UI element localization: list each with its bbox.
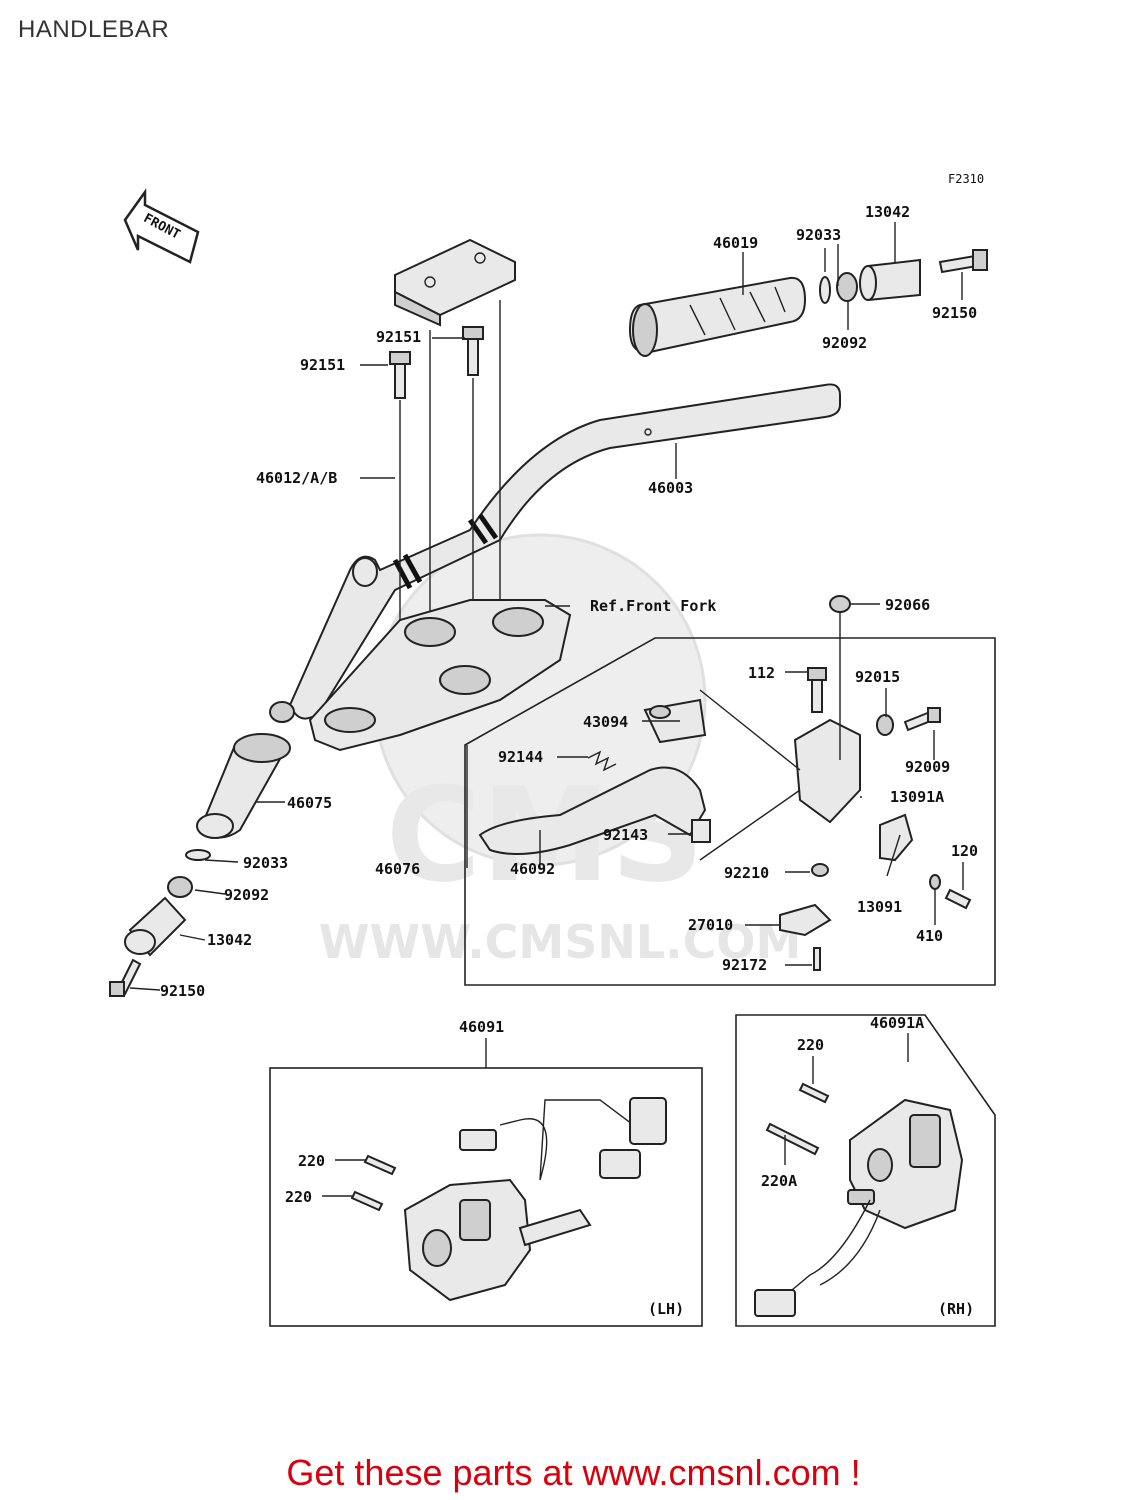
- bolt-120: [944, 888, 972, 910]
- label-46019: 46019: [713, 234, 758, 252]
- ring-92033-right: [819, 276, 831, 304]
- label-13091: 13091: [857, 898, 902, 916]
- label-92150-right: 92150: [932, 304, 977, 322]
- collar-92143: [691, 819, 711, 843]
- label-27010: 27010: [688, 916, 733, 934]
- switch-housing-rh: [754, 1098, 964, 1317]
- bolt-92151-left: [389, 351, 411, 399]
- page-title: HANDLEBAR: [18, 16, 170, 43]
- label-120: 120: [951, 842, 978, 860]
- label-92009: 92009: [905, 758, 950, 776]
- label-rh: (RH): [938, 1300, 974, 1318]
- screw-220-lh-top: [363, 1154, 397, 1176]
- label-92092-left: 92092: [224, 886, 269, 904]
- label-46075: 46075: [287, 794, 332, 812]
- label-92066: 92066: [885, 596, 930, 614]
- screw-220-lh-bottom: [350, 1190, 384, 1212]
- label-46091A: 46091A: [870, 1014, 924, 1032]
- label-92210: 92210: [724, 864, 769, 882]
- label-92092-right: 92092: [822, 334, 867, 352]
- parts-diagram: CMS WWW.CMSNL.COM F2310 FRONT: [109, 172, 996, 1327]
- clutch-assembly-box: [464, 637, 996, 986]
- label-410: 410: [916, 927, 943, 945]
- label-92151-top: 92151: [376, 328, 421, 346]
- label-92033-left: 92033: [243, 854, 288, 872]
- label-92033-right: 92033: [796, 226, 841, 244]
- ring-92033-left: [185, 849, 211, 861]
- washer-410: [929, 874, 941, 890]
- label-220-lh-top: 220: [298, 1152, 325, 1170]
- spring-92144: [587, 750, 617, 772]
- label-13091A: 13091A: [890, 788, 944, 806]
- label-ref-front-fork: Ref.Front Fork: [590, 597, 716, 615]
- front-arrow-icon: FRONT: [123, 188, 200, 264]
- handlebar-46003: [288, 383, 841, 720]
- label-220A-rh: 220A: [761, 1172, 797, 1190]
- footer-cta-link[interactable]: Get these parts at www.cmsnl.com !: [286, 1452, 861, 1493]
- fork-upper-bracket: [308, 599, 572, 752]
- label-220-rh: 220: [797, 1036, 824, 1054]
- label-92015: 92015: [855, 668, 900, 686]
- grip-right: [628, 276, 807, 357]
- clamp-13091: [879, 813, 914, 862]
- screw-220A-rh: [765, 1122, 820, 1156]
- switch-housing-lh: [403, 1097, 667, 1302]
- rh-switch-box: [735, 1014, 996, 1327]
- bolt-92151-right: [462, 326, 484, 376]
- label-46092: 46092: [510, 860, 555, 878]
- screw-92009: [903, 707, 941, 732]
- collar-92092-left: [167, 876, 193, 898]
- label-92172: 92172: [722, 956, 767, 974]
- watermark-url: WWW.CMSNL.COM: [319, 915, 802, 969]
- bolt-92150-left: [109, 958, 142, 997]
- grip-left: [196, 701, 295, 839]
- label-lh: (LH): [648, 1300, 684, 1318]
- label-92150-left: 92150: [160, 982, 205, 1000]
- label-46003: 46003: [648, 479, 693, 497]
- cap-92066: [829, 595, 851, 613]
- weight-13042-right: [859, 258, 921, 302]
- screw-220-rh: [798, 1082, 830, 1104]
- label-46012: 46012/A/B: [256, 469, 337, 487]
- screw-92172: [813, 947, 821, 971]
- label-92151-left: 92151: [300, 356, 345, 374]
- label-43094: 43094: [583, 713, 628, 731]
- bolt-92150-right: [938, 249, 988, 274]
- lever-46092: [478, 766, 707, 855]
- label-46091: 46091: [459, 1018, 504, 1036]
- washer-92015: [876, 714, 894, 736]
- collar-92092-right: [836, 272, 858, 302]
- label-92144: 92144: [498, 748, 543, 766]
- figure-code: F2310: [948, 172, 984, 186]
- label-13042-right: 13042: [865, 203, 910, 221]
- label-92143: 92143: [603, 826, 648, 844]
- label-112: 112: [748, 664, 775, 682]
- label-46076: 46076: [375, 860, 420, 878]
- switch-27010: [779, 903, 832, 937]
- bolt-112: [807, 667, 827, 713]
- holder-13091A: [793, 718, 861, 824]
- label-220-lh-bottom: 220: [285, 1188, 312, 1206]
- watermark: CMS WWW.CMSNL.COM: [319, 533, 802, 969]
- weight-13042-left: [124, 896, 187, 957]
- washer-92210: [811, 863, 829, 877]
- holder-46012: [394, 238, 516, 327]
- label-13042-left: 13042: [207, 931, 252, 949]
